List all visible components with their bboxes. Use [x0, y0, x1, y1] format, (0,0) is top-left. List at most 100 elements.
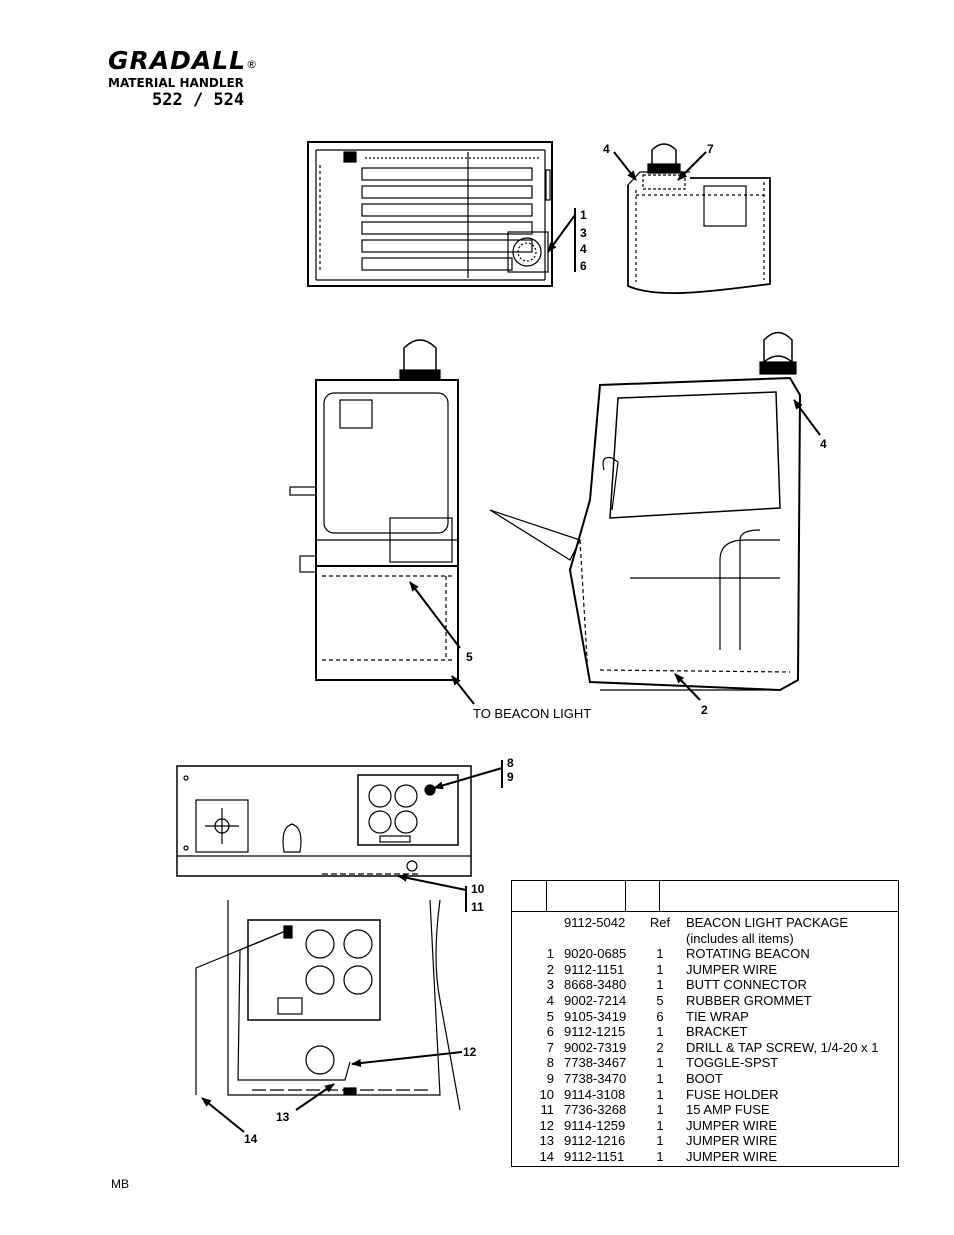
part-quantity: 1 — [656, 1024, 664, 1040]
part-item-number: 5 — [546, 1008, 554, 1024]
part-quantity: 1 — [656, 946, 664, 962]
part-item-number: 3 — [546, 977, 554, 993]
callout-11: 11 — [471, 900, 484, 914]
part-quantity: 1 — [656, 1070, 664, 1086]
callout-1: 1 — [580, 208, 587, 222]
callout-4-cab: 4 — [820, 437, 827, 451]
callout-8: 8 — [507, 756, 514, 770]
part-description: BOOT — [686, 1070, 723, 1086]
part-item-number: 7 — [546, 1039, 554, 1055]
part-item-number: 1 — [546, 946, 554, 962]
part-quantity: 1 — [656, 1117, 664, 1133]
part-description: TOGGLE-SPST — [686, 1055, 779, 1071]
parts-row: (includes all items) — [512, 931, 878, 947]
parts-list-header — [512, 881, 898, 912]
cab-perspective-view — [489, 331, 802, 692]
beacon-light-note: TO BEACON LIGHT — [473, 706, 592, 721]
part-description: JUMPER WIRE — [686, 1148, 777, 1164]
callout-4-side: 4 — [603, 142, 610, 156]
part-description: BRACKET — [686, 1024, 748, 1040]
part-quantity: 1 — [656, 961, 664, 977]
parts-row: 4 9002-7214 5 RUBBER GROMMET — [512, 993, 878, 1009]
part-item-number: 14 — [539, 1148, 554, 1164]
part-quantity: 6 — [656, 1008, 664, 1024]
part-quantity — [638, 931, 682, 947]
callout-6: 6 — [580, 259, 587, 273]
parts-row: 9 7738-3470 1 BOOT — [512, 1071, 878, 1087]
part-item-number — [512, 915, 564, 931]
callout-12: 12 — [463, 1045, 477, 1059]
callout-5: 5 — [466, 650, 473, 664]
part-quantity: 5 — [656, 992, 664, 1008]
part-item-number: 2 — [546, 961, 554, 977]
part-description: 15 AMP FUSE — [686, 1102, 770, 1118]
part-item-number — [512, 931, 564, 947]
part-item-number: 13 — [539, 1133, 554, 1149]
fuse-panel-view — [195, 899, 461, 1111]
part-description: (includes all items) — [686, 930, 794, 946]
parts-row: 5 9105-3419 6 TIE WRAP — [512, 1009, 878, 1025]
logo-model: 522 / 524 — [152, 90, 245, 110]
part-item-number: 9 — [546, 1070, 554, 1086]
part-description: JUMPER WIRE — [686, 961, 777, 977]
callout-13: 13 — [276, 1110, 290, 1124]
part-number: 8668-3480 — [564, 977, 627, 993]
callout-9: 9 — [507, 770, 514, 784]
callout-14: 14 — [244, 1132, 258, 1146]
cab-top-view — [307, 141, 553, 287]
part-item-number: 10 — [539, 1086, 554, 1102]
part-description: ROTATING BEACON — [686, 946, 810, 962]
part-quantity: 1 — [656, 977, 664, 993]
part-number: 7738-3470 — [564, 1070, 627, 1086]
part-number — [564, 931, 638, 947]
part-description: FUSE HOLDER — [686, 1086, 779, 1102]
part-quantity: 2 — [656, 1039, 664, 1055]
part-description: BUTT CONNECTOR — [686, 977, 807, 993]
part-item-number: 8 — [546, 1055, 554, 1071]
part-description: RUBBER GROMMET — [686, 992, 812, 1008]
gradall-logo: GRADALL® MATERIAL HANDLER 522 / 524 — [108, 48, 308, 111]
part-item-number: 4 — [546, 992, 554, 1008]
parts-row: 8 7738-3467 1 TOGGLE-SPST — [512, 1055, 878, 1071]
part-description: BEACON LIGHT PACKAGE — [686, 915, 849, 930]
parts-row: 3 8668-3480 1 BUTT CONNECTOR — [512, 977, 878, 993]
cab-rear-view — [289, 339, 459, 681]
part-description: JUMPER WIRE — [686, 1117, 777, 1133]
part-number: 9112-1215 — [564, 1024, 626, 1040]
part-number: 9002-7214 — [564, 992, 627, 1008]
part-quantity: 1 — [656, 1086, 664, 1102]
parts-row: 11 7736-3268 1 15 AMP FUSE — [512, 1102, 878, 1118]
part-number: 9020-0685 — [564, 946, 627, 962]
parts-row: 6 9112-1215 1 BRACKET — [512, 1024, 878, 1040]
part-quantity: 1 — [656, 1102, 664, 1118]
part-quantity: 1 — [656, 1055, 664, 1071]
part-description: JUMPER WIRE — [686, 1133, 777, 1149]
part-item-number: 6 — [546, 1024, 554, 1040]
callout-2: 2 — [701, 703, 708, 717]
callout-4-top: 4 — [580, 242, 587, 256]
part-description: TIE WRAP — [686, 1008, 749, 1024]
callout-10: 10 — [471, 882, 485, 896]
part-number: 9105-3419 — [564, 1008, 627, 1024]
logo-subtitle: MATERIAL HANDLER — [108, 76, 244, 90]
cab-side-partial — [627, 143, 771, 294]
part-item-number: 11 — [540, 1102, 555, 1118]
part-quantity: 1 — [656, 1133, 664, 1149]
part-number: 9114-3108 — [564, 1086, 626, 1102]
parts-row: 1 9020-0685 1 ROTATING BEACON — [512, 946, 878, 962]
part-number: 7738-3467 — [564, 1055, 627, 1071]
callout-3: 3 — [580, 226, 587, 240]
dash-panel-view — [176, 765, 472, 877]
part-description: DRILL & TAP SCREW, 1/4-20 x 1 — [686, 1039, 879, 1055]
part-quantity: Ref — [649, 915, 671, 930]
callout-7: 7 — [707, 142, 714, 156]
part-number: 7736-3268 — [564, 1102, 627, 1118]
part-quantity: 1 — [656, 1148, 664, 1164]
